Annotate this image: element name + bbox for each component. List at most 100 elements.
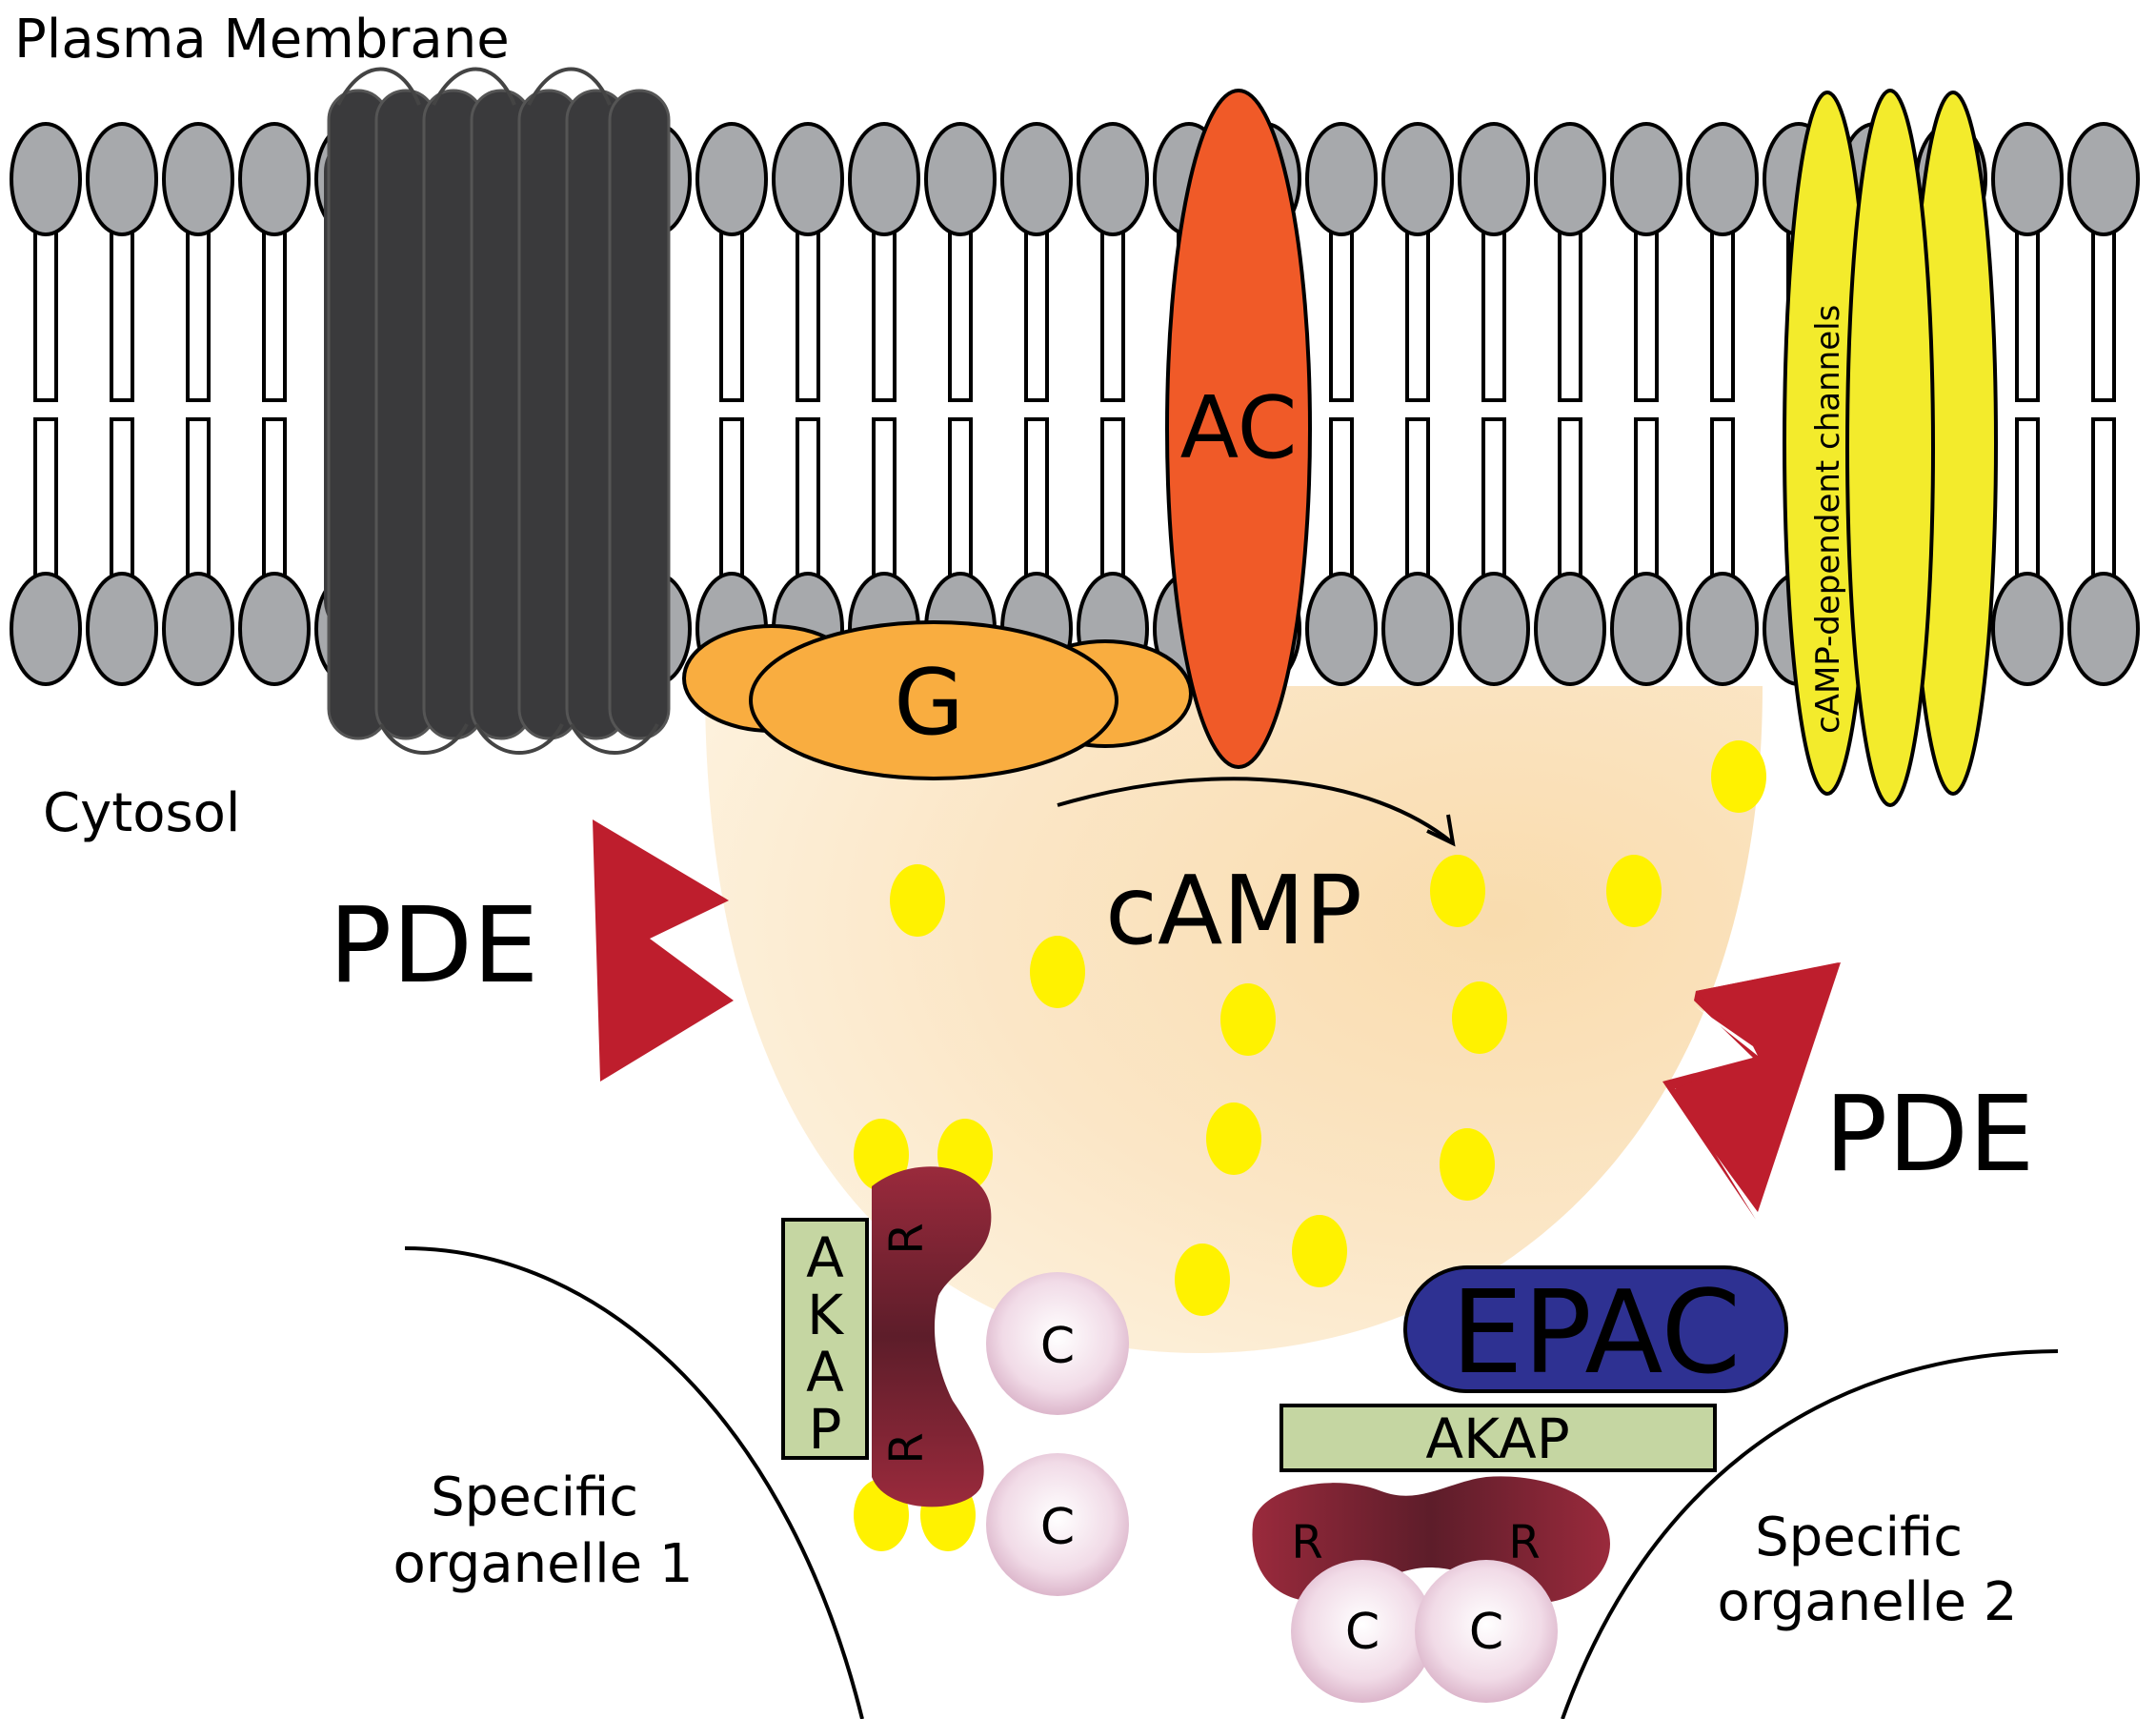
pde-left-label: PDE	[329, 884, 539, 1006]
lipid-head	[1381, 572, 1454, 686]
organelle-1-label: Specific organelle 1	[393, 1466, 693, 1595]
pka-r-2a: R	[1291, 1516, 1322, 1569]
camp-dependent-channels: cAMP-dependent channels	[1783, 89, 1998, 807]
lipid-tail	[2091, 417, 2116, 593]
lipid-tail	[110, 417, 134, 593]
camp-molecule	[890, 864, 945, 937]
pka-c-1b: C	[1040, 1499, 1075, 1556]
organelle-2-membrane	[1561, 1349, 2059, 1719]
organelle-1-line-1: Specific	[431, 1466, 638, 1528]
lipid-tail	[719, 417, 744, 593]
camp-label: cAMP	[1105, 855, 1362, 966]
pka-complex-2: AKAP R R C C	[1252, 1404, 1717, 1703]
lipid-head	[86, 572, 158, 686]
lipid-tail	[262, 417, 287, 593]
pde-right-label: PDE	[1824, 1073, 2035, 1195]
akap-2-label: AKAP	[1425, 1406, 1569, 1471]
organelle-2-line-1: Specific	[1755, 1507, 1963, 1568]
pka-catalytic-2b	[1415, 1560, 1558, 1703]
lipid-tail	[1558, 417, 1582, 593]
lipid-head	[1000, 122, 1073, 236]
lipid-head	[1991, 572, 2064, 686]
pka-r-1b: R	[880, 1432, 934, 1464]
pka-catalytic-2a	[1291, 1560, 1434, 1703]
lipid-head	[772, 122, 844, 236]
gpcr-receptor	[324, 67, 671, 755]
adenylyl-cyclase: AC	[1165, 89, 1312, 769]
epac-label: EPAC	[1451, 1267, 1741, 1400]
lipid-head	[162, 122, 234, 236]
synthesis-arrow	[1057, 777, 1455, 845]
lipid-head	[1458, 572, 1530, 686]
lipid-head	[1991, 122, 2064, 236]
lipid-head	[10, 572, 82, 686]
pka-c-2b: C	[1469, 1604, 1503, 1661]
pka-complex-1: A K A P R R C C	[781, 1166, 1129, 1596]
plasma-membrane-label: Plasma Membrane	[14, 9, 510, 71]
pka-c-2a: C	[1345, 1604, 1380, 1661]
lipid-tail	[33, 417, 58, 593]
pka-c-1a: C	[1040, 1318, 1075, 1375]
lipid-tail	[1710, 417, 1735, 593]
camp-molecule	[1430, 855, 1485, 927]
organelle-2-line-2: organelle 2	[1717, 1571, 2017, 1633]
pka-r-1a: R	[880, 1223, 934, 1254]
lipid-head	[10, 122, 82, 236]
cytosol-label: Cytosol	[43, 782, 240, 844]
arrow-head	[1426, 814, 1456, 847]
lipid-tail	[1481, 417, 1506, 593]
pde-left: PDE	[329, 819, 734, 1082]
lipid-head	[1686, 122, 1759, 236]
lipid-head	[1534, 572, 1606, 686]
akap-1	[781, 1218, 869, 1460]
lipid-tail	[1024, 417, 1049, 593]
camp-molecule	[1030, 936, 1085, 1008]
lipid-head	[924, 122, 997, 236]
lipid-head	[1610, 572, 1682, 686]
camp-molecule	[1711, 740, 1766, 813]
pka-regulatory-1	[872, 1166, 992, 1507]
lipid-tail	[948, 417, 973, 593]
organelle-2-label: Specific organelle 2	[1717, 1507, 2017, 1633]
lipid-head	[1686, 572, 1759, 686]
lipid-head	[1381, 122, 1454, 236]
lipid-head	[695, 122, 768, 236]
akap-1-letter-k: K	[807, 1283, 845, 1347]
organelle-1-line-2: organelle 1	[393, 1533, 693, 1595]
akap-1-letter-a2: A	[806, 1340, 844, 1405]
camp-molecule	[1452, 981, 1507, 1054]
lipid-tail	[2015, 417, 2040, 593]
lipid-head	[1305, 572, 1378, 686]
lipid-tail	[796, 417, 820, 593]
camp-molecule	[1440, 1128, 1495, 1201]
pka-catalytic-1b	[986, 1453, 1129, 1596]
camp-molecule	[854, 1119, 909, 1191]
camp-channels-label: cAMP-dependent channels	[1809, 305, 1847, 734]
lipid-tail	[1634, 417, 1659, 593]
lipid-head	[1534, 122, 1606, 236]
lipid-head	[848, 122, 920, 236]
camp-molecule	[1606, 855, 1662, 927]
lipid-head	[1458, 122, 1530, 236]
pde-right: PDE	[1662, 962, 2035, 1220]
epac: EPAC	[1403, 1265, 1788, 1400]
akap-1-letter-a: A	[806, 1225, 844, 1290]
camp-molecule	[1175, 1244, 1230, 1316]
lipid-head	[1077, 122, 1149, 236]
lipid-tail	[1405, 417, 1430, 593]
lipid-head	[1610, 122, 1682, 236]
camp-molecule	[1292, 1215, 1347, 1287]
akap-1-letter-p: P	[809, 1397, 842, 1462]
lipid-tail	[872, 417, 897, 593]
lipid-head	[238, 572, 311, 686]
pka-catalytic-1a	[986, 1272, 1129, 1415]
pka-r-2b: R	[1508, 1516, 1540, 1569]
lipid-tail	[1100, 417, 1125, 593]
lipid-tail	[1329, 417, 1354, 593]
lipid-head	[162, 572, 234, 686]
organelle-1-membrane	[404, 1246, 864, 1719]
ac-label: AC	[1180, 378, 1298, 478]
g-protein: G	[682, 620, 1193, 780]
lipid-head	[2067, 122, 2140, 236]
